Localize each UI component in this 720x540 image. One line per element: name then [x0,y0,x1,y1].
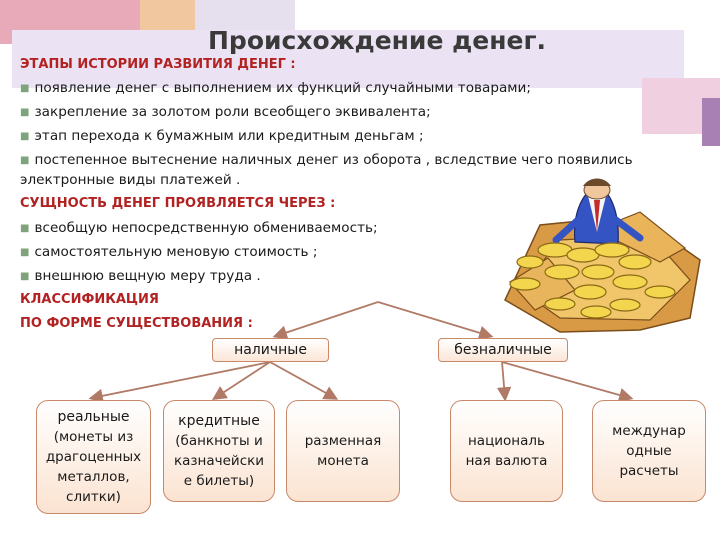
box-line: междунар [612,423,686,439]
box-line: националь [467,433,545,449]
bullet-icon: ■ [20,271,30,282]
stages-heading: ЭТАПЫ ИСТОРИИ РАЗВИТИЯ ДЕНЕГ : [20,57,296,72]
box-line: одные [626,443,672,459]
cash-category: наличные [212,338,329,362]
box-line: ная валюта [465,453,548,469]
header-band [12,30,684,88]
stage-item: ■ появление денег с выполнением их функци… [20,79,531,99]
box-line: реальные [57,409,130,425]
stage-item: ■ закрепление за золотом роли всеобщего э… [20,103,431,123]
national-currency-box: националь ная валюта [450,400,563,502]
classification-heading-2: ПО ФОРМЕ СУЩЕСТВОВАНИЯ : [20,316,253,331]
bullet-icon: ■ [20,155,30,166]
stage-continuation: электронные виды платежей . [20,172,241,188]
stage-item: ■ постепенное вытеснение наличных денег и… [20,151,633,171]
box-line: драгоценных [45,449,142,465]
stage-item: ■ этап перехода к бумажным или кредитным … [20,127,424,147]
box-line: казначейски [173,453,265,469]
box-line: монета [317,453,369,469]
credit-money-box: кредитные (банкноты и казначейски е биле… [163,400,275,502]
box-line: е билеты) [183,473,255,489]
real-money-box: реальные (монеты из драгоценных металлов… [36,400,151,514]
essence-item-text: самостоятельную меновую стоимость ; [34,244,318,260]
page-title: Происхождение денег. [208,26,547,55]
box-line: слитки) [66,489,121,505]
bullet-icon: ■ [20,247,30,258]
box-line: разменная [304,433,382,449]
box-line: (банкноты и [175,433,263,449]
essence-item: ■ внешнюю вещную меру труда . [20,267,261,287]
bullet-icon: ■ [20,223,30,234]
side-decor-purple [702,98,720,146]
box-line: кредитные [178,413,260,429]
bullet-icon: ■ [20,83,30,94]
box-line: расчеты [619,463,679,479]
noncash-category: безналичные [438,338,568,362]
essence-item-text: всеобщую непосредственную обмениваемость… [34,220,378,236]
essence-item-text: внешнюю вещную меру труда . [34,268,261,284]
stage-item-text: постепенное вытеснение наличных денег из… [34,152,633,168]
bullet-icon: ■ [20,131,30,142]
essence-heading: СУЩНОСТЬ ДЕНЕГ ПРОЯВЛЯЕТСЯ ЧЕРЕЗ : [20,196,336,211]
essence-item: ■ самостоятельную меновую стоимость ; [20,243,317,263]
box-line: (монеты из [53,429,134,445]
essence-item: ■ всеобщую непосредственную обмениваемост… [20,219,378,239]
bullet-icon: ■ [20,107,30,118]
box-line: металлов, [57,469,130,485]
stage-item-text: этап перехода к бумажным или кредитным д… [34,128,424,144]
stage-item-text: появление денег с выполнением их функций… [34,80,531,96]
international-settlements-box: междунар одные расчеты [592,400,706,502]
stage-item-text: закрепление за золотом роли всеобщего эк… [34,104,431,120]
change-coin-box: разменная монета [286,400,400,502]
classification-heading-1: КЛАССИФИКАЦИЯ [20,292,159,307]
